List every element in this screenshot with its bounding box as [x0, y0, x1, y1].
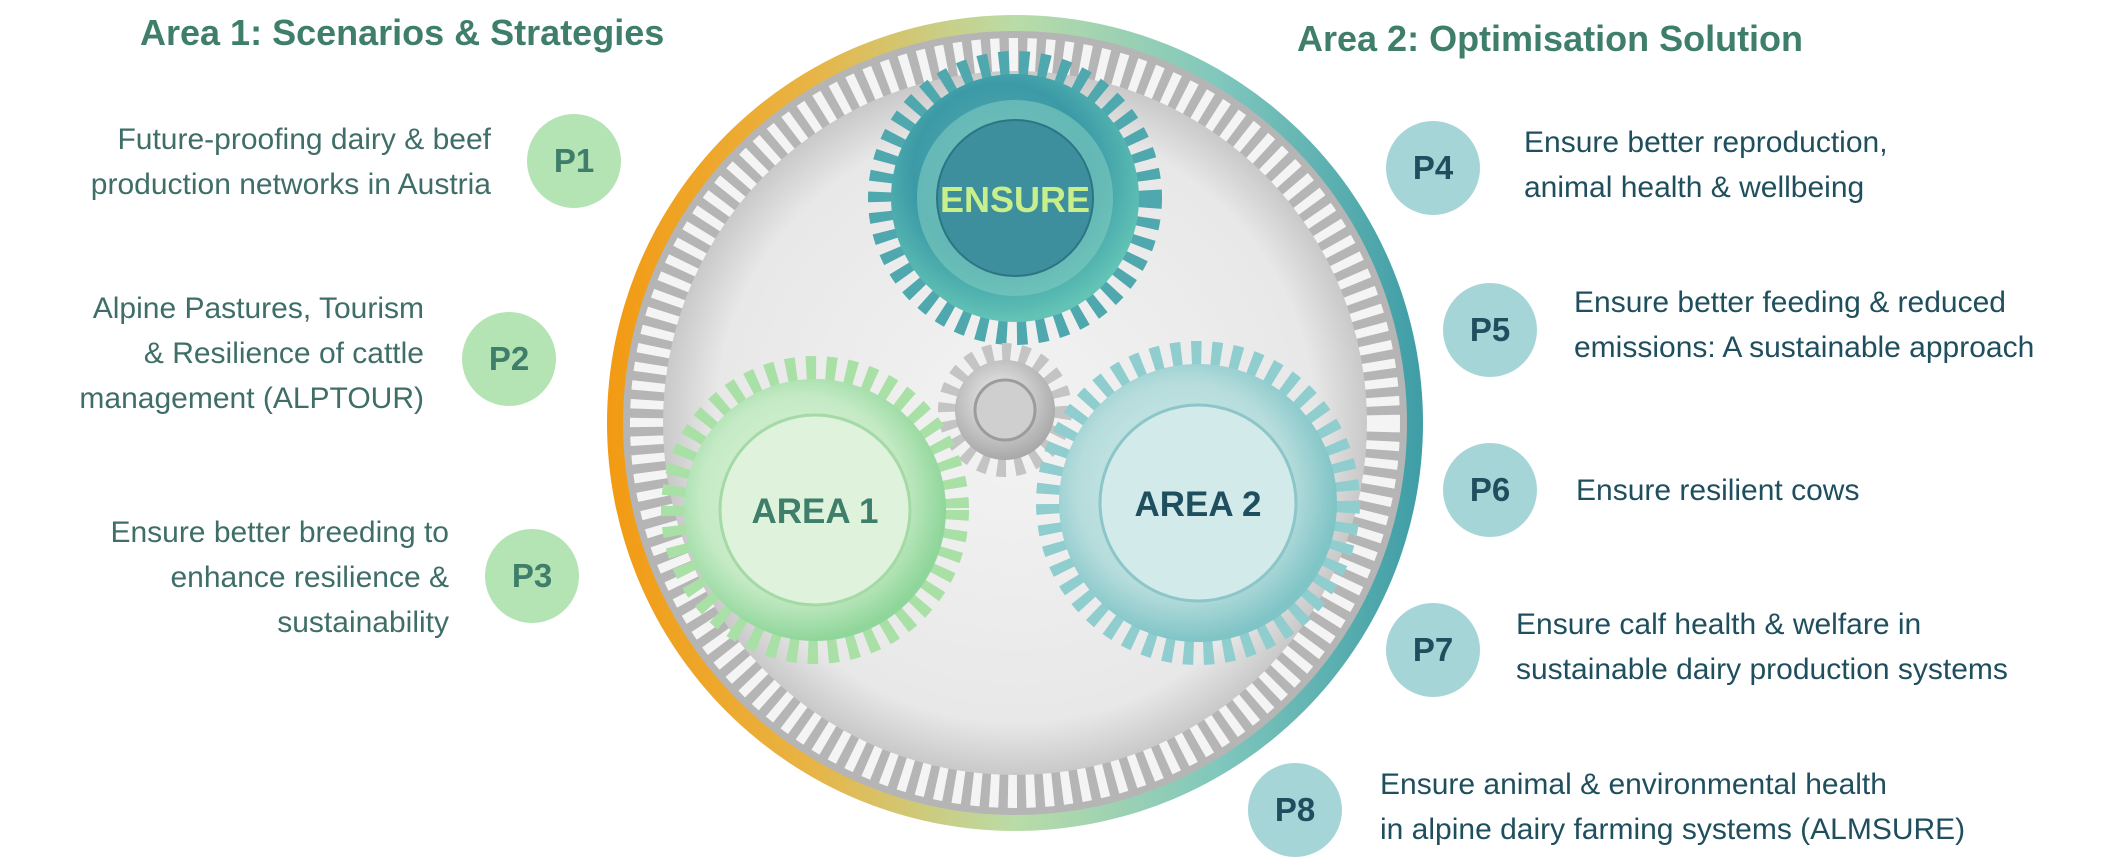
p8-line-1: Ensure animal & environmental health [1380, 768, 1887, 801]
p2-line-1: Alpine Pastures, Tourism [92, 292, 424, 325]
ensure-gear-label: ENSURE [940, 179, 1090, 220]
p5-badge: P5 [1443, 283, 1537, 377]
gear-diagram: ENSURE AREA 1 AREA 2 [607, 15, 1423, 831]
p5-line-2: emissions: A sustainable approach [1574, 331, 2035, 364]
p8-badge: P8 [1248, 763, 1342, 857]
p3-line-3: sustainability [277, 606, 449, 639]
p6-description: Ensure resilient cows [1576, 468, 1859, 513]
ensure-gear: ENSURE [868, 51, 1162, 345]
p3-badge: P3 [485, 529, 579, 623]
inner-teeth [630, 38, 1400, 808]
p7-description: Ensure calf health & welfare in sustaina… [1516, 602, 2008, 692]
p8-line-2: in alpine dairy farming systems (ALMSURE… [1380, 813, 1966, 846]
p5-line-1: Ensure better feeding & reduced [1574, 286, 2006, 319]
p1-description: Future-proofing dairy & beef production … [91, 117, 491, 207]
area1-heading: Area 1: Scenarios & Strategies [140, 12, 665, 53]
p3-line-1: Ensure better breeding to [110, 516, 449, 549]
p6-line-1: Ensure resilient cows [1576, 474, 1860, 507]
area1-gear: AREA 1 [661, 356, 969, 664]
p1-badge: P1 [527, 114, 621, 208]
p5-description: Ensure better feeding & reduced emission… [1574, 280, 2034, 370]
p4-line-2: animal health & wellbeing [1524, 171, 1865, 204]
area2-gear: AREA 2 [1036, 341, 1360, 665]
p2-line-2: & Resilience of cattle [143, 337, 424, 370]
area2-heading: Area 2: Optimisation Solution [1297, 18, 1804, 59]
p6-badge: P6 [1443, 443, 1537, 537]
area2-gear-label: AREA 2 [1134, 485, 1261, 524]
p7-line-1: Ensure calf health & welfare in [1516, 608, 1922, 641]
p7-badge: P7 [1386, 603, 1480, 697]
p3-description: Ensure better breeding to enhance resili… [110, 510, 449, 645]
center-small-gear [938, 343, 1072, 477]
p4-line-1: Ensure better reproduction, [1524, 126, 1888, 159]
p7-line-2: sustainable dairy production systems [1516, 653, 2008, 686]
p4-description: Ensure better reproduction, animal healt… [1524, 120, 1888, 210]
p3-line-2: enhance resilience & [170, 561, 449, 594]
p2-description: Alpine Pastures, Tourism & Resilience of… [79, 286, 424, 421]
p1-line-1: Future-proofing dairy & beef [117, 123, 491, 156]
p2-badge: P2 [462, 312, 556, 406]
area1-gear-label: AREA 1 [751, 492, 878, 531]
p2-line-3: management (ALPTOUR) [79, 382, 424, 415]
p8-description: Ensure animal & environmental health in … [1380, 762, 1965, 852]
p4-badge: P4 [1386, 121, 1480, 215]
p1-line-2: production networks in Austria [90, 168, 491, 201]
